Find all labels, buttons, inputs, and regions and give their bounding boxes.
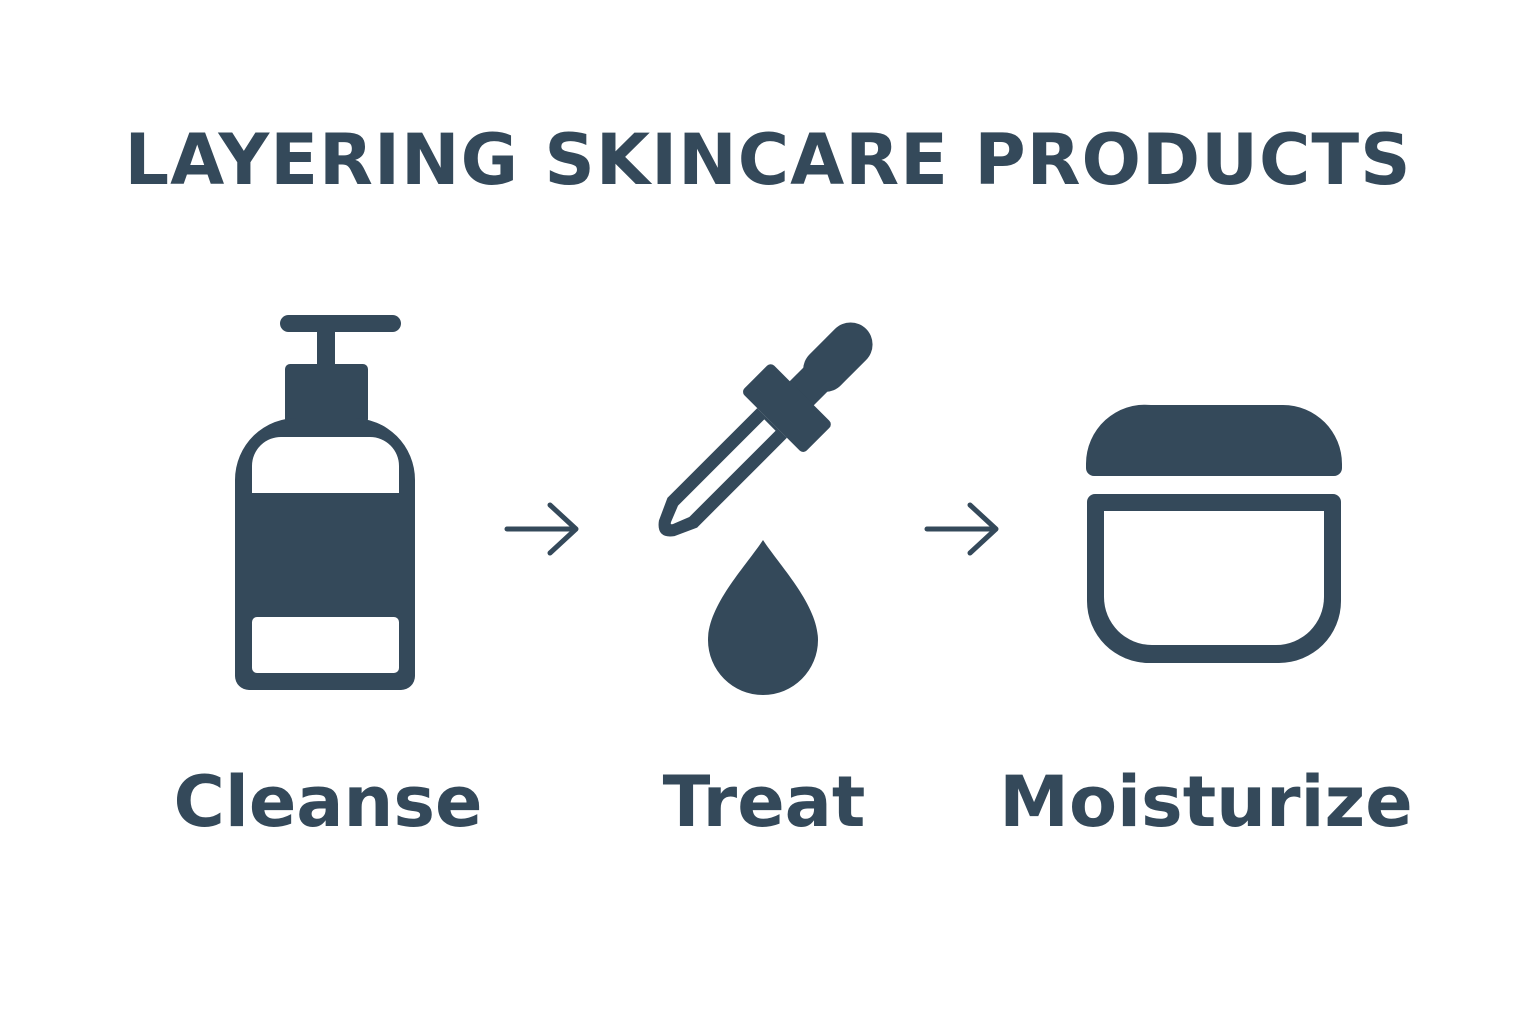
step-label-treat: Treat <box>662 761 866 843</box>
cream-jar-icon <box>1085 404 1342 663</box>
diagram-title: LAYERING SKINCARE PRODUCTS <box>124 119 1412 201</box>
step-label-cleanse: Cleanse <box>173 761 483 843</box>
dropper-icon <box>658 322 873 695</box>
step-label-moisturize: Moisturize <box>999 761 1413 843</box>
pump-bottle-icon <box>235 315 415 690</box>
arrow-right-icon <box>924 502 999 556</box>
arrow-right-icon <box>504 502 579 556</box>
